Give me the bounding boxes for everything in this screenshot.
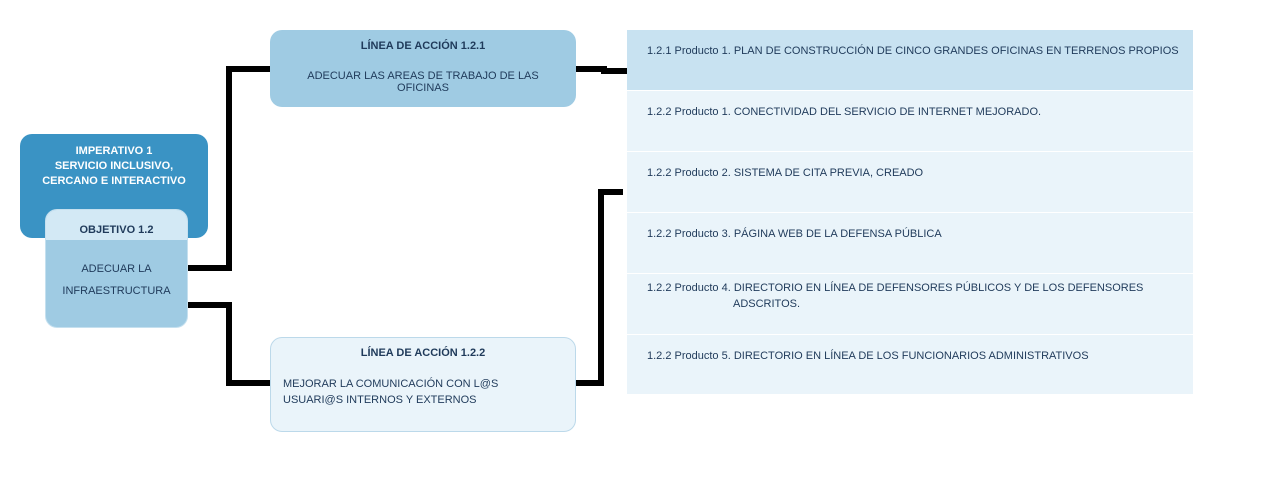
connector-objetivo-linea-2	[188, 302, 270, 386]
producto-text: 1.2.2 Producto 2. SISTEMA DE CITA PREVIA…	[647, 167, 924, 179]
producto-item: 1.2.2 Producto 4. DIRECTORIO EN LÍNEA DE…	[627, 274, 1193, 334]
linea-2-header: LÍNEA DE ACCIÓN 1.2.2	[360, 347, 486, 359]
connector-objetivo-linea-1	[188, 66, 270, 271]
connector-linea-2-productos	[576, 189, 623, 386]
producto-item: 1.2.2 Producto 1. CONECTIVIDAD DEL SERVI…	[627, 91, 1193, 151]
producto-text: 1.2.2 Producto 5. DIRECTORIO EN LÍNEA DE…	[647, 350, 1089, 362]
producto-item: 1.2.2 Producto 5. DIRECTORIO EN LÍNEA DE…	[627, 335, 1193, 394]
linea-accion-1-2-2: LÍNEA DE ACCIÓN 1.2.2 MEJORAR LA COMUNIC…	[270, 337, 576, 432]
producto-item: 1.2.2 Producto 2. SISTEMA DE CITA PREVIA…	[627, 152, 1193, 212]
objetivo-line-1: ADECUAR LA	[81, 263, 152, 275]
producto-text: 1.2.1 Producto 1. PLAN DE CONSTRUCCIÓN D…	[647, 45, 1179, 57]
linea-2-text: MEJORAR LA COMUNICACIÓN CON L@S USUARI@S…	[283, 376, 563, 408]
linea-accion-1-2-1: LÍNEA DE ACCIÓN 1.2.1 ADECUAR LAS AREAS …	[270, 30, 576, 107]
objetivo-box: OBJETIVO 1.2 ADECUAR LA INFRAESTRUCTURA	[45, 209, 188, 328]
linea-1-text: ADECUAR LAS AREAS DE TRABAJO DE LAS OFIC…	[307, 70, 539, 94]
linea-2-line-1: MEJORAR LA COMUNICACIÓN CON L@S	[283, 378, 499, 390]
imperativo-title: IMPERATIVO 1	[75, 145, 153, 157]
objetivo-header: OBJETIVO 1.2	[46, 210, 187, 240]
imperativo-line-3: CERCANO E INTERACTIVO	[42, 175, 186, 187]
producto-item: 1.2.1 Producto 1. PLAN DE CONSTRUCCIÓN D…	[627, 30, 1193, 90]
imperativo-line-2: SERVICIO INCLUSIVO,	[54, 160, 174, 172]
producto-text: 1.2.2 Producto 4. DIRECTORIO EN LÍNEA DE…	[647, 282, 1144, 294]
connector-linea-1-productos	[576, 66, 627, 74]
objetivo-line-2: INFRAESTRUCTURA	[62, 285, 171, 297]
linea-2-line-2: USUARI@S INTERNOS Y EXTERNOS	[283, 394, 477, 406]
linea-1-header: LÍNEA DE ACCIÓN 1.2.1	[360, 40, 486, 52]
producto-item: 1.2.2 Producto 3. PÁGINA WEB DE LA DEFEN…	[627, 213, 1193, 273]
productos-list: 1.2.1 Producto 1. PLAN DE CONSTRUCCIÓN D…	[627, 30, 1193, 394]
producto-text: 1.2.2 Producto 1. CONECTIVIDAD DEL SERVI…	[647, 106, 1042, 118]
producto-text-continued: ADSCRITOS.	[733, 298, 801, 310]
objetivo-text: ADECUAR LA INFRAESTRUCTURA	[46, 258, 187, 302]
producto-text: 1.2.2 Producto 3. PÁGINA WEB DE LA DEFEN…	[647, 228, 942, 240]
